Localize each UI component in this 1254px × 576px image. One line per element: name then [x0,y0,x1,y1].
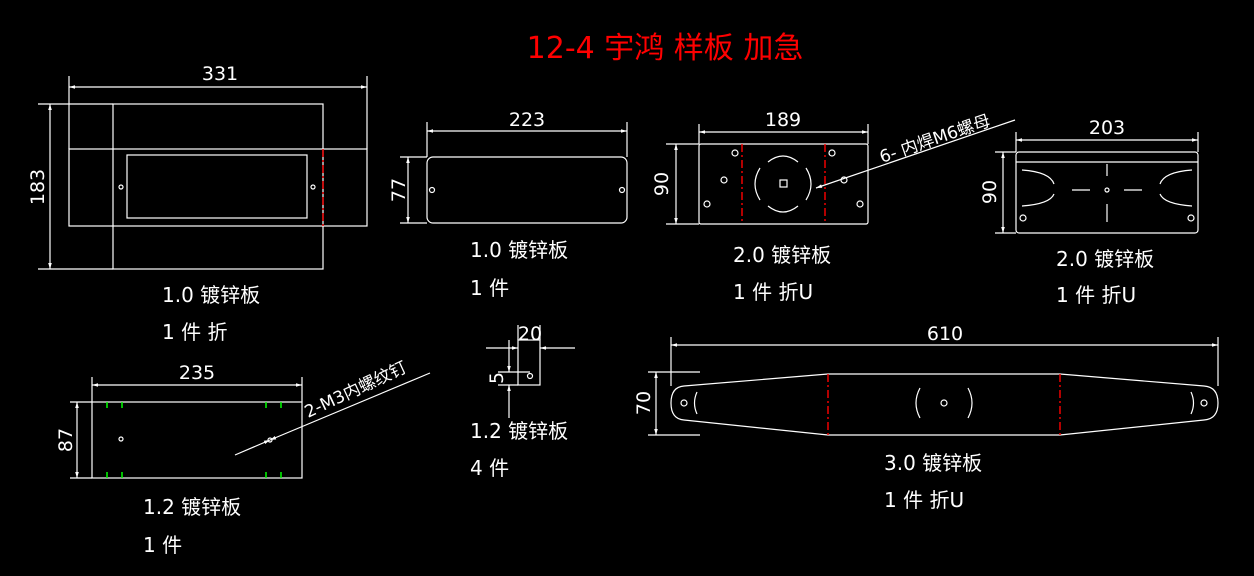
part-5: 235 87 2-M3内螺纹钉 1.2 镀锌板 1 件 [55,358,431,557]
hole [1104,187,1110,193]
dim-width: 189 [765,109,801,131]
part-3-body [698,143,869,225]
material-label: 1.2 镀锌板 [143,495,241,519]
hole [856,200,864,208]
part-2: 223 77 1.0 镀锌板 1 件 [388,109,628,300]
hole [828,149,836,157]
part-6: 20 5 1.2 镀锌板 4 件 [470,323,575,480]
part-4: 203 90 2.0 镀锌板 1 件 折U [979,117,1199,307]
slots [693,387,1195,419]
dim-width: 331 [202,63,238,85]
part-6-body [517,339,541,386]
hole [1200,399,1208,407]
material-label: 2.0 镀锌板 [733,243,831,267]
hole [118,184,124,190]
part-3: 189 90 6- 内焊M6螺母 2.0 镀锌板 1 件 折U [651,109,1016,304]
hole [526,372,534,380]
hole [1187,214,1195,222]
dim-width: 235 [179,362,215,384]
dim-width: 223 [509,109,545,131]
part-1-flanges [68,148,368,227]
hole [731,149,739,157]
dim-height: 70 [633,391,655,415]
hole [310,184,316,190]
material-label: 1.0 镀锌板 [470,238,568,262]
material-label: 1.2 镀锌板 [470,419,568,443]
part-2-body [426,156,628,224]
qty-label: 1 件 [143,533,182,557]
bend-marks [106,402,282,478]
qty-label: 1 件 折U [884,488,964,512]
hole [1019,214,1027,222]
dim-height: 77 [388,178,410,202]
qty-label: 1 件 [470,276,509,300]
dim-height: 183 [27,169,49,205]
leader-line [269,372,431,441]
hole [618,186,626,194]
part-1: 331 183 1.0 镀锌板 1 件 折 [27,63,368,344]
slots [1016,161,1198,207]
part-7: 610 70 3.0 镀锌板 1 件 折U [633,323,1219,512]
qty-label: 1 件 折U [1056,283,1136,307]
dim-height: 90 [651,172,673,196]
part-4-body [1015,151,1199,234]
part-1-body [112,103,324,270]
note-label: 6- 内焊M6螺母 [877,111,993,168]
material-label: 2.0 镀锌板 [1056,247,1154,271]
qty-label: 4 件 [470,456,509,480]
note-label: 2-M3内螺纹钉 [302,358,411,423]
hole [940,399,948,407]
dim-width: 20 [518,323,542,345]
hole [703,200,711,208]
material-label: 3.0 镀锌板 [884,451,982,475]
dim-height: 90 [979,180,1001,204]
hole [680,399,688,407]
hole [118,436,124,442]
dim-width: 203 [1089,117,1125,139]
qty-label: 1 件 折U [733,280,813,304]
center-hole [779,179,788,188]
dim-height: 87 [55,428,77,452]
dim-width: 610 [927,323,963,345]
part-5-body [91,401,303,479]
part-7-body [670,373,1219,436]
drawing-title: 12-4 宇鸿 样板 加急 [527,31,804,66]
dim-height: 5 [486,372,508,384]
leader-line [815,119,1016,189]
hole [428,186,436,194]
qty-label: 1 件 折 [162,320,227,344]
slots [754,155,812,213]
part-1-window [126,154,308,219]
hole [720,176,728,184]
material-label: 1.0 镀锌板 [162,283,260,307]
